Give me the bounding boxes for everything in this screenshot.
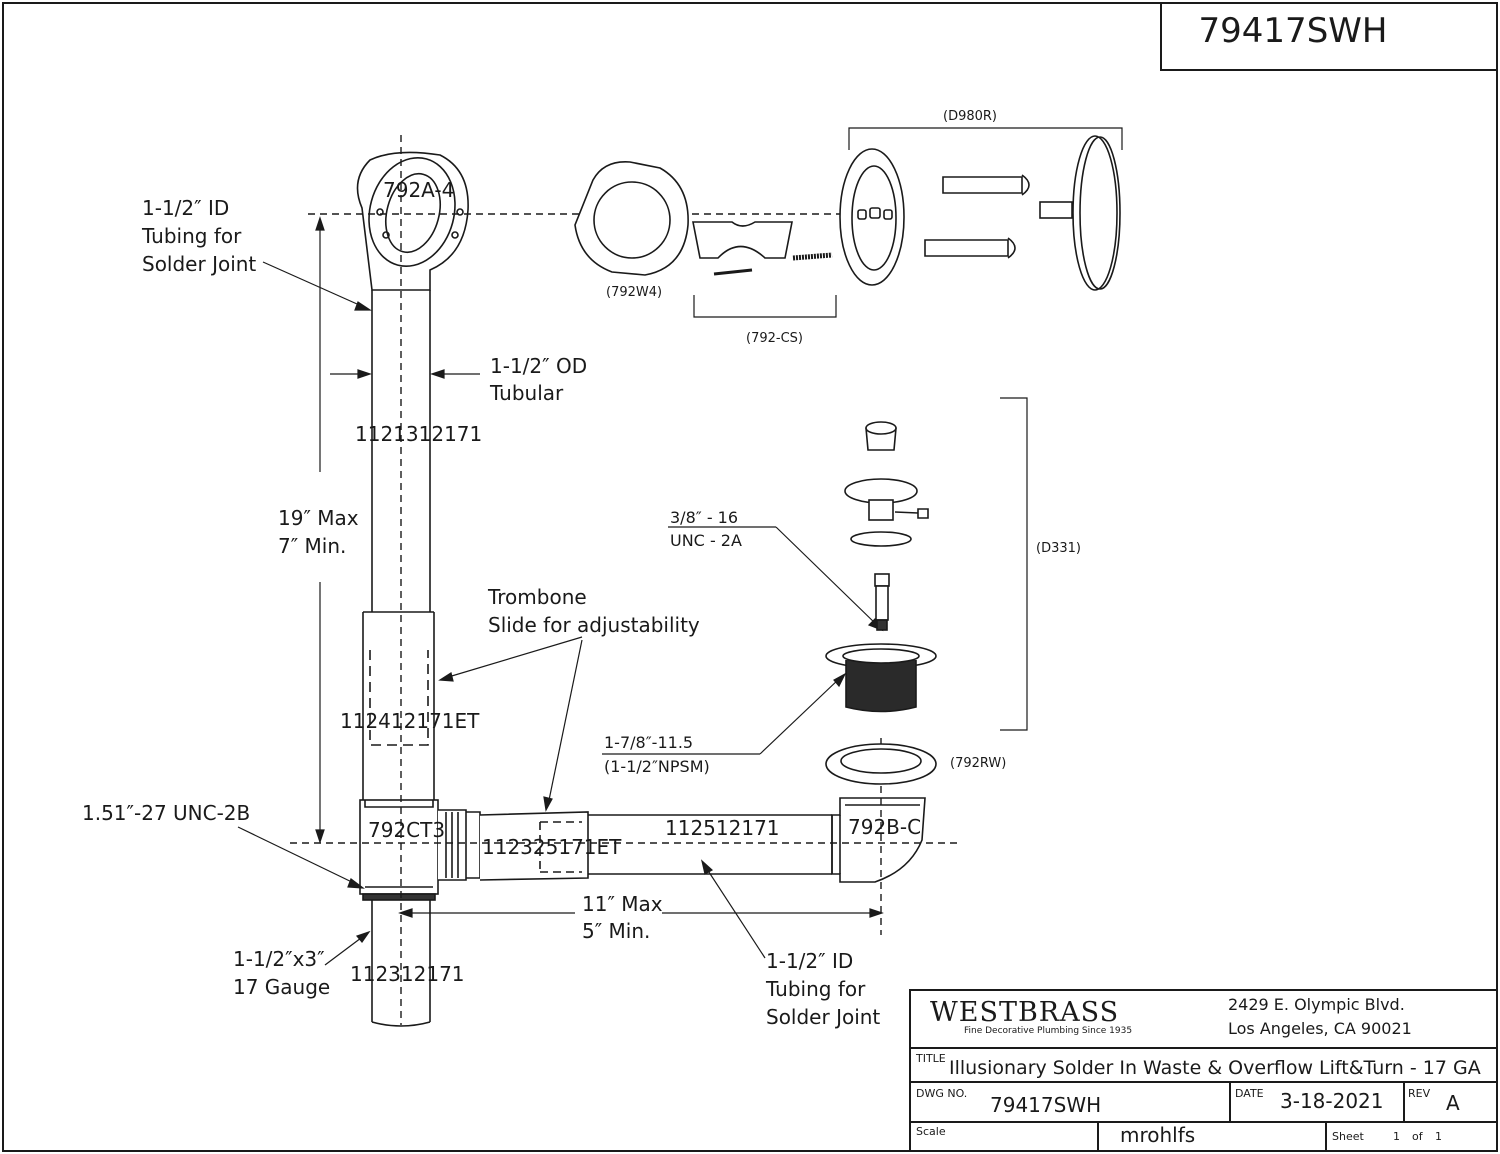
id-tubing-bottom-line1: 1-1/2″ ID bbox=[766, 949, 853, 973]
waste-overflow-assembly bbox=[290, 135, 960, 1027]
drawing-title: Illusionary Solder In Waste & Overflow L… bbox=[949, 1057, 1481, 1079]
unc-thread-label: 1.51″-27 UNC-2B bbox=[82, 801, 250, 825]
id-tubing-top-line2: Tubing for bbox=[141, 224, 242, 248]
vertical-slide bbox=[362, 611, 435, 800]
part-number-box: 79417SWH bbox=[1160, 2, 1498, 71]
trombone-line2: Slide for adjustability bbox=[488, 613, 700, 637]
horizontal-slide-insert bbox=[539, 821, 582, 873]
part-stopper-group: (D331) bbox=[1036, 541, 1081, 556]
part-labels: 792A-4 1121312171 112412171ET 792CT3 112… bbox=[340, 109, 1081, 986]
part-drain-elbow: 792B-C bbox=[848, 815, 921, 839]
part-elbow-top: 792A-4 bbox=[383, 178, 454, 202]
cs-screw-2 bbox=[792, 252, 833, 261]
drawing-date: 3-18-2021 bbox=[1280, 1089, 1384, 1113]
part-number: 79417SWH bbox=[1199, 11, 1388, 51]
sheet-number: 1 bbox=[1393, 1130, 1400, 1143]
o-ring bbox=[850, 531, 912, 547]
elbow-flange bbox=[368, 156, 456, 268]
height-min: 7″ Min. bbox=[278, 534, 346, 558]
part-tee: 792CT3 bbox=[368, 818, 445, 842]
id-tubing-bottom-line2: Tubing for bbox=[765, 977, 866, 1001]
title-block bbox=[909, 989, 1498, 1152]
horizontal-slide bbox=[479, 811, 589, 881]
id-tubing-top-line1: 1-1/2″ ID bbox=[142, 196, 229, 220]
thread-178-line2: (1-1/2″NPSM) bbox=[604, 757, 710, 776]
tee-thread bbox=[362, 893, 436, 901]
sheet-total: 1 bbox=[1435, 1130, 1442, 1143]
width-max: 11″ Max bbox=[582, 892, 663, 916]
annotation-labels: 1-1/2″ ID Tubing for Solder Joint 1-1/2″… bbox=[82, 196, 880, 1029]
faceplate-screw-2 bbox=[924, 237, 1016, 259]
faceplate-screw-1 bbox=[942, 174, 1030, 196]
title-block-text: WESTBRASS Fine Decorative Plumbing Since… bbox=[915, 995, 1481, 1147]
revision: A bbox=[1446, 1091, 1460, 1115]
upper-pipe bbox=[371, 290, 431, 612]
thread-38-line1: 3/8″ - 16 bbox=[670, 508, 738, 527]
part-tail-pipe: 112312171 bbox=[350, 962, 465, 986]
dwg-caption: DWG NO. bbox=[916, 1087, 967, 1100]
part-rubber-washer: (792RW) bbox=[950, 756, 1006, 771]
od-label-line1: 1-1/2″ OD bbox=[490, 354, 587, 378]
id-tubing-top-line3: Solder Joint bbox=[142, 252, 256, 276]
stud-top bbox=[874, 573, 890, 587]
part-pipe-upper: 1121312171 bbox=[355, 422, 482, 446]
part-overflow-washer: (792W4) bbox=[606, 285, 662, 300]
drawn-by: mrohlfs bbox=[1120, 1123, 1195, 1147]
set-screw bbox=[894, 508, 929, 519]
company-address-1: 2429 E. Olympic Blvd. bbox=[1228, 995, 1405, 1014]
part-slide-horizontal: 112325171ET bbox=[482, 835, 622, 859]
trombone-line1: Trombone bbox=[487, 585, 587, 609]
part-slide-vertical: 112412171ET bbox=[340, 709, 480, 733]
cover-stud bbox=[1039, 201, 1073, 219]
stopper-parts bbox=[825, 421, 937, 785]
thread-38-line2: UNC - 2A bbox=[670, 531, 742, 550]
overflow-parts bbox=[574, 135, 1121, 291]
strainer-thread bbox=[845, 660, 917, 713]
company-address-2: Los Angeles, CA 90021 bbox=[1228, 1019, 1412, 1038]
sheet-caption: Sheet bbox=[1332, 1130, 1364, 1143]
drain-elbow bbox=[831, 797, 926, 883]
tail-line1: 1-1/2″x3″ bbox=[233, 947, 325, 971]
vertical-slide-insert bbox=[369, 650, 429, 746]
part-pipe-horizontal: 112512171 bbox=[665, 816, 780, 840]
company-tagline: Fine Decorative Plumbing Since 1935 bbox=[964, 1026, 1132, 1036]
title-caption: TITLE bbox=[915, 1052, 946, 1065]
date-caption: DATE bbox=[1235, 1087, 1264, 1100]
rev-caption: REV bbox=[1408, 1087, 1431, 1100]
width-min: 5″ Min. bbox=[582, 919, 650, 943]
id-tubing-bottom-line3: Solder Joint bbox=[766, 1005, 880, 1029]
stud bbox=[875, 585, 889, 621]
washer-hole bbox=[593, 181, 671, 259]
od-label-line2: Tubular bbox=[489, 381, 564, 405]
thread-178-line1: 1-7/8″-11.5 bbox=[604, 733, 693, 752]
dimension-lines bbox=[237, 127, 1123, 966]
company-logo: WESTBRASS bbox=[930, 997, 1119, 1028]
tee-body bbox=[359, 799, 439, 895]
part-faceplate-group: (D980R) bbox=[943, 109, 997, 124]
scale-caption: Scale bbox=[916, 1125, 946, 1138]
tail-line2: 17 Gauge bbox=[233, 975, 330, 999]
part-cs-group: (792-CS) bbox=[746, 331, 803, 346]
elbow-opening bbox=[385, 172, 441, 254]
cs-screw-1 bbox=[713, 268, 753, 276]
overflow-cover bbox=[1072, 135, 1118, 291]
spring-clip bbox=[692, 221, 793, 259]
tail-pipe bbox=[371, 900, 431, 1027]
dwg-number: 79417SWH bbox=[990, 1093, 1101, 1117]
sheet-of: of bbox=[1412, 1130, 1424, 1143]
height-max: 19″ Max bbox=[278, 506, 359, 530]
